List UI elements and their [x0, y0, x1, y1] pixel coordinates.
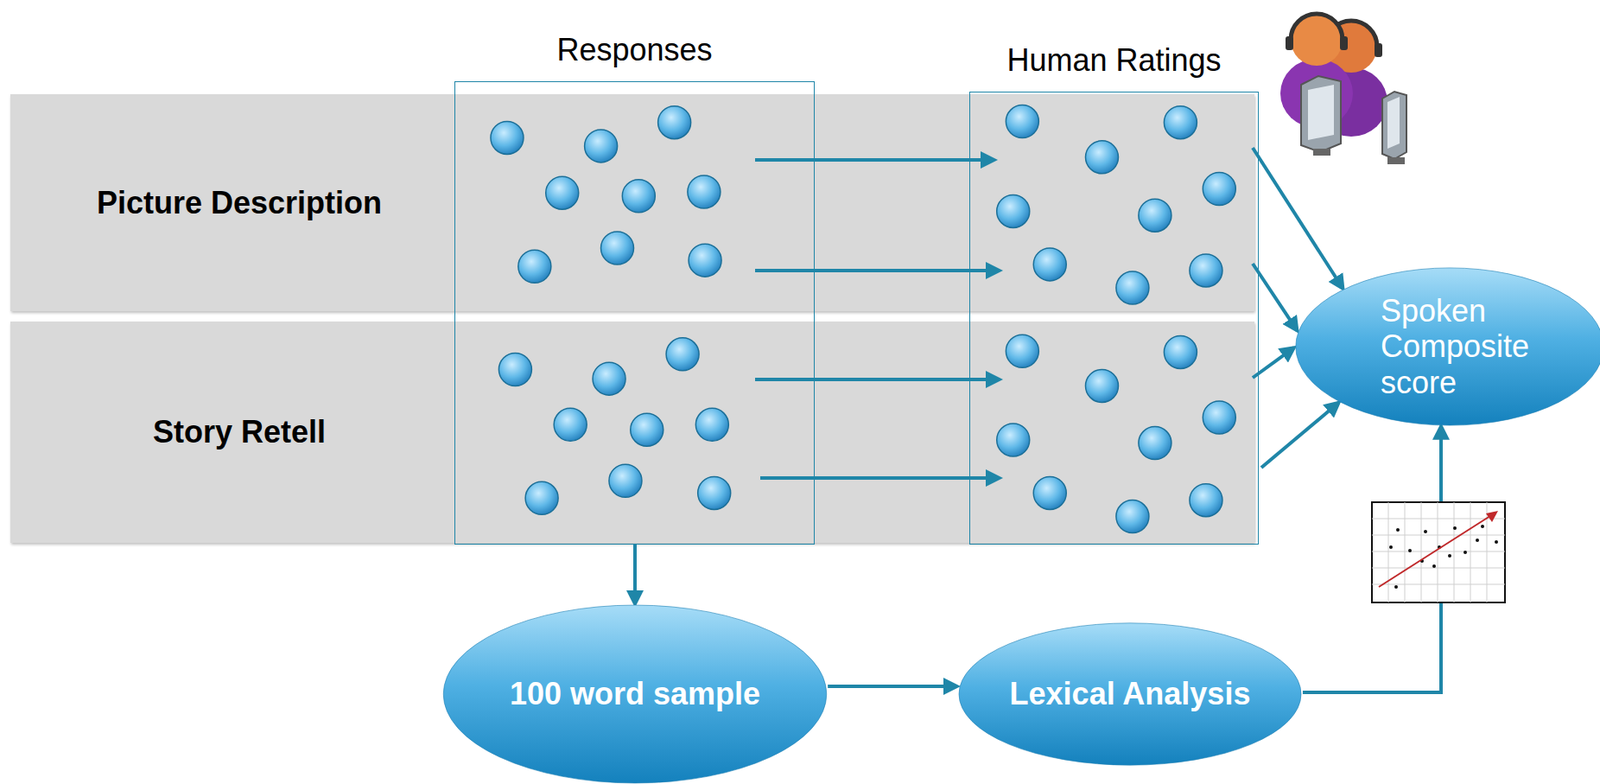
response-dot: [553, 407, 587, 441]
group-heading: Human Ratings: [918, 42, 1310, 79]
response-dot: [666, 337, 699, 371]
flow-arrow: [1252, 347, 1295, 378]
sample-ellipse: 100 word sample: [441, 603, 829, 784]
response-dot: [1005, 105, 1039, 139]
response-dot: [584, 129, 618, 163]
response-dot: [688, 243, 722, 277]
response-dot: [1189, 483, 1223, 517]
flow-arrow: [827, 684, 958, 688]
response-dot: [1189, 253, 1223, 287]
rating-group: Human Ratings: [969, 91, 1259, 545]
ellipse-label: Lexical Analysis: [1009, 675, 1251, 712]
response-dot: [518, 249, 552, 283]
ellipse-label: 100 word sample: [509, 675, 761, 712]
response-dot: [490, 120, 524, 154]
response-dot: [658, 106, 692, 140]
response-dot: [630, 412, 664, 446]
response-dot: [695, 407, 729, 441]
rater-icon: [1280, 13, 1407, 165]
response-dot: [996, 423, 1030, 457]
response-dot: [698, 476, 731, 509]
analysis-ellipse: Lexical Analysis: [957, 622, 1303, 766]
response-dot: [601, 231, 635, 265]
response-dot: [996, 194, 1030, 228]
response-dot: [525, 481, 559, 515]
flow-arrow: [1252, 147, 1344, 289]
group-heading: Responses: [403, 31, 866, 69]
response-dot: [687, 175, 721, 209]
response-dot: [1163, 335, 1197, 369]
response-dot: [1005, 334, 1039, 368]
response-dot: [498, 353, 532, 387]
response-dot: [1138, 426, 1172, 460]
response-dot: [1116, 500, 1150, 534]
response-dot: [622, 179, 655, 213]
response-dot: [546, 176, 579, 210]
scatter-plot-icon: [1371, 501, 1505, 603]
flow-arrow: [755, 268, 1000, 273]
flow-arrow: [1261, 402, 1340, 468]
response-dot: [1163, 106, 1197, 140]
response-group: Responses: [454, 81, 815, 545]
flow-arrow: [633, 544, 637, 604]
response-dot: [1033, 476, 1067, 509]
ellipse-label: Spoken Composite score: [1294, 292, 1571, 400]
flow-arrow: [1252, 263, 1298, 331]
response-dot: [1116, 271, 1150, 305]
response-dot: [1085, 368, 1118, 402]
response-dot: [1202, 171, 1236, 205]
response-dot: [592, 361, 626, 395]
response-dot: [1202, 400, 1236, 434]
response-dot: [1033, 247, 1067, 281]
response-dot: [609, 463, 642, 497]
response-dot: [1085, 140, 1118, 174]
response-dot: [1138, 198, 1172, 232]
band-label: Story Retell: [10, 321, 469, 543]
flow-arrow: [760, 476, 1000, 480]
band-label: Picture Description: [10, 94, 469, 312]
score-ellipse: Spoken Composite score: [1294, 266, 1600, 426]
flow-arrow: [755, 377, 1000, 381]
flow-arrow: [755, 158, 995, 162]
